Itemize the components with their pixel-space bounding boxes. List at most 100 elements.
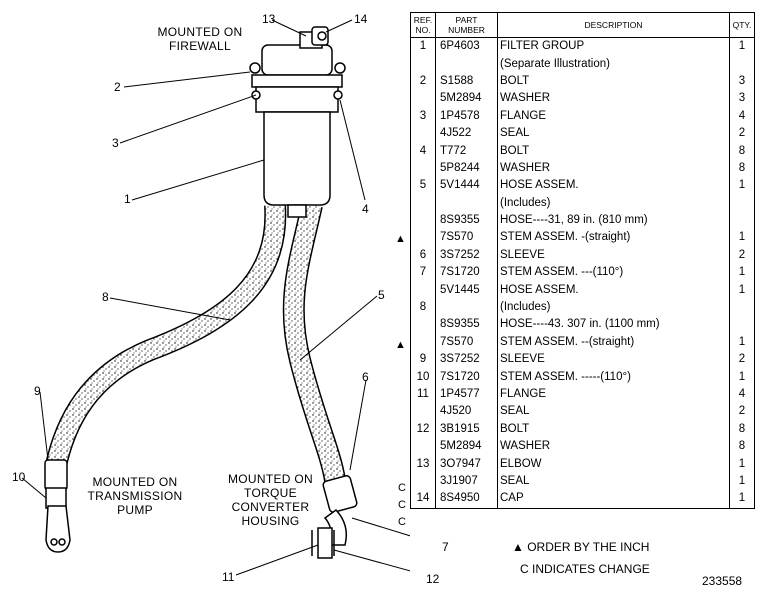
qty-cell: 8 <box>729 159 755 178</box>
ref-cell-text: 4 <box>419 144 427 157</box>
ref-cell <box>410 281 436 299</box>
qty-cell: 1 <box>729 281 755 299</box>
note-indicates-change: C INDICATES CHANGE <box>520 562 650 576</box>
label-firewall: MOUNTED ON FIREWALL <box>157 25 243 53</box>
part-number-cell-text: 5V1445 <box>440 283 480 296</box>
ref-cell <box>410 472 436 491</box>
callout-3: 3 <box>112 136 119 150</box>
transmission-fitting <box>44 459 71 553</box>
qty-cell: 1 <box>729 490 755 509</box>
part-number-cell: 3J1907 <box>435 472 498 491</box>
part-number-cell: 5V1444 <box>435 177 498 195</box>
description-cell-text: FLANGE <box>500 109 547 122</box>
ref-cell-text: 14 <box>416 492 430 505</box>
qty-cell: 8 <box>729 437 755 456</box>
qty-cell: 2 <box>729 124 755 143</box>
ref-cell-text: 11 <box>417 388 429 400</box>
description-cell: BOLT <box>497 142 730 160</box>
qty-cell: 2 <box>729 246 755 265</box>
ref-cell-text: 9 <box>419 353 427 366</box>
qty-cell-text: 1 <box>738 474 746 487</box>
order-mark: ▲ <box>395 339 406 351</box>
table-row: 5V1445 HOSE ASSEM.1 <box>410 281 755 299</box>
ref-cell: 3 <box>410 107 436 125</box>
part-number-cell: T772 <box>435 142 498 160</box>
description-cell: HOSE ASSEM. <box>497 281 730 299</box>
description-cell: SEAL <box>497 472 730 491</box>
description-cell-text: BOLT <box>500 422 530 435</box>
qty-cell-text: 2 <box>738 127 746 140</box>
qty-cell: 2 <box>729 351 755 369</box>
description-cell-text: (Includes) <box>500 196 551 209</box>
description-cell-text: CAP <box>500 492 524 505</box>
label-torque-converter: MOUNTED ON TORQUE CONVERTER HOUSING <box>228 472 313 528</box>
description-cell: WASHER <box>497 90 730 108</box>
part-number-cell: 8S4950 <box>435 490 498 509</box>
part-number-cell-text: 4J522 <box>440 127 472 140</box>
part-number-cell-text: 5M2894 <box>440 440 482 453</box>
qty-cell: 2 <box>729 403 755 421</box>
description-cell-text: SEAL <box>500 127 530 140</box>
table-row: 5M2894 WASHER 8 <box>410 437 755 456</box>
qty-cell-text: 1 <box>738 457 746 470</box>
change-mark: C <box>398 516 406 528</box>
header-ref-no: REF. NO. <box>410 12 436 38</box>
description-cell-text: FLANGE <box>500 388 547 400</box>
header-description: DESCRIPTION <box>497 12 730 38</box>
callout-1: 1 <box>124 192 131 206</box>
part-number-cell <box>435 55 498 73</box>
qty-cell-text: 1 <box>738 335 746 348</box>
ref-cell: 4 <box>410 142 436 160</box>
ref-cell: 2 <box>410 72 436 91</box>
ref-cell: 5 <box>410 177 436 195</box>
callout-14: 14 <box>354 12 368 26</box>
ref-cell <box>410 211 436 230</box>
description-cell: (Separate Illustration) <box>497 55 730 73</box>
qty-cell: 1 <box>729 333 755 352</box>
qty-cell-text: 2 <box>738 353 746 366</box>
part-number-cell: 1P4578 <box>435 107 498 125</box>
part-number-cell: 7S570 <box>435 333 498 352</box>
description-cell-text: SLEEVE <box>500 248 545 261</box>
qty-cell: 1 <box>729 455 755 473</box>
part-number-cell-text: 6P4603 <box>440 40 480 53</box>
qty-cell-text: 4 <box>738 109 746 122</box>
part-number-cell: 5M2894 <box>435 437 498 456</box>
description-cell-text: STEM ASSEM. --(straight) <box>500 335 635 348</box>
description-cell-text: BOLT <box>500 74 530 87</box>
qty-cell: 8 <box>729 142 755 160</box>
part-number-cell-text: 7S570 <box>440 335 474 348</box>
description-cell: BOLT <box>497 72 730 91</box>
qty-cell: 1 <box>729 229 755 247</box>
part-number-cell-text: 5V1444 <box>440 179 480 192</box>
qty-cell: 8 <box>729 420 755 438</box>
description-cell: CAP <box>497 490 730 509</box>
part-number-cell: 7S570 <box>435 229 498 247</box>
qty-cell-text: 8 <box>738 161 746 174</box>
part-number-cell-text: 3O7947 <box>440 457 481 470</box>
header-qty: QTY. <box>729 12 755 38</box>
description-cell: SLEEVE <box>497 246 730 265</box>
description-cell-text: SLEEVE <box>500 353 545 366</box>
table-row: 5M2894 WASHER 3 <box>410 90 755 108</box>
note-order-by-inch: ▲ ORDER BY THE INCH <box>512 540 650 554</box>
qty-cell-text: 2 <box>738 405 746 418</box>
callout-8: 8 <box>102 290 109 304</box>
part-number-cell-text: 5M2894 <box>440 92 482 105</box>
description-cell-text: WASHER <box>500 440 551 453</box>
description-cell-text: WASHER <box>500 92 551 105</box>
callout-10: 10 <box>12 470 26 484</box>
part-number-cell: 3S7252 <box>435 351 498 369</box>
qty-cell-text: 3 <box>738 92 746 105</box>
leader-lines <box>21 19 410 576</box>
qty-cell: 3 <box>729 72 755 91</box>
part-number-cell: 6P4603 <box>435 37 498 56</box>
order-mark: ▲ <box>395 233 406 245</box>
ref-cell-text: 3 <box>419 109 427 122</box>
